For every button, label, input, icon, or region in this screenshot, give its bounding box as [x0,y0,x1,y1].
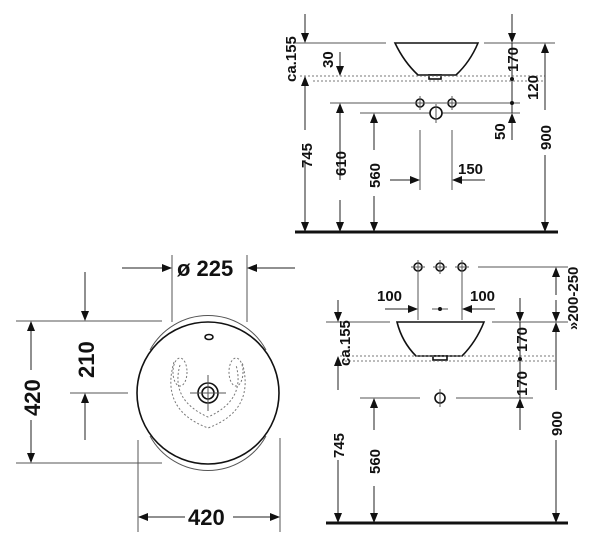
dim-900-top: 900 [538,125,555,150]
dim-overflow-30: 30 [320,51,337,68]
dim-560-top: 560 [367,163,384,188]
dim-depth-420: 420 [20,379,45,416]
dim-50: 50 [492,123,509,140]
plan-view: ø 225 210 420 420 [16,255,295,532]
dim-ca-155-top: ca.155 [283,36,300,82]
basin-profile [393,42,480,76]
dim-diameter-225: ø 225 [177,256,233,281]
dim-supply-spacing: 150 [458,161,483,178]
dim-610: 610 [333,151,350,176]
dim-width-420: 420 [188,505,225,530]
dim-900-bottom: 900 [549,411,566,436]
drain-plug [428,74,442,80]
dim-745-bottom: 745 [331,433,348,458]
dim-170-top: 170 [505,47,522,72]
side-view-bottom: 100 100 ca.155 745 560 170 170 »200-2 [326,260,582,525]
dim-170-basin: 170 [514,327,531,352]
dim-210: 210 [74,341,99,378]
dim-120: 120 [525,75,542,100]
dim-tap-height-range: »200-250 [565,267,582,330]
basin-profile-bottom [395,321,486,357]
dim-170-drain: 170 [514,371,531,396]
dim-ca-155-bottom: ca.155 [337,320,354,366]
dim-tap-right-100: 100 [470,288,495,305]
dim-745-top: 745 [299,143,316,168]
dim-tap-left-100: 100 [377,288,402,305]
dim-560-bottom: 560 [367,449,384,474]
side-view-top: 150 ca.155 30 745 610 560 170 120 50 900 [283,14,558,234]
